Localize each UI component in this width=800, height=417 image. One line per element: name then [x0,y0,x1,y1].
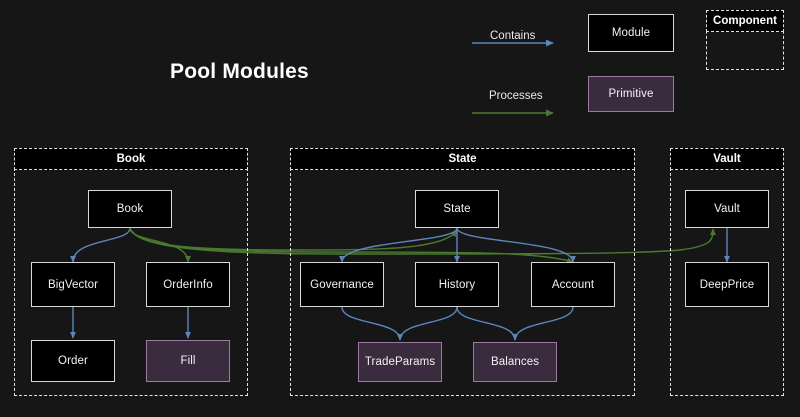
node-balances[interactable]: Balances [473,342,557,382]
component-state-title: State [448,153,477,165]
node-book[interactable]: Book [88,190,172,228]
legend-primitive-box: Primitive [588,76,674,112]
legend-module-box: Module [588,14,674,52]
node-fill[interactable]: Fill [146,340,230,382]
legend-contains-label: Contains [490,30,536,42]
node-fill-label: Fill [180,355,196,367]
node-bigvector[interactable]: BigVector [31,262,115,307]
component-state-header: State [290,148,635,170]
legend-module-label: Module [611,27,651,39]
node-account[interactable]: Account [531,262,615,307]
node-orderinfo-label: OrderInfo [163,278,213,291]
node-order-label: Order [58,355,88,367]
legend-processes-label: Processes [489,90,543,102]
node-state[interactable]: State [415,190,499,228]
node-vault[interactable]: Vault [685,190,769,228]
component-book-header: Book [14,148,248,170]
legend-component-header: Component [706,10,784,32]
node-deepprice-label: DeepPrice [699,278,755,291]
node-book-label: Book [116,203,144,215]
node-account-label: Account [551,278,595,291]
node-history[interactable]: History [415,262,499,307]
legend-primitive-label: Primitive [608,88,654,100]
component-vault-title: Vault [713,153,741,165]
page-title: Pool Modules [170,60,309,83]
node-order[interactable]: Order [31,340,115,382]
component-book-title: Book [116,153,146,165]
node-deepprice[interactable]: DeepPrice [685,262,769,307]
node-state-label: State [443,203,471,215]
node-vault-label: Vault [714,203,740,215]
node-orderinfo[interactable]: OrderInfo [146,262,230,307]
legend-component-label: Component [713,15,777,27]
node-governance-label: Governance [310,278,374,291]
node-bigvector-label: BigVector [47,278,99,291]
component-vault-header: Vault [670,148,784,170]
node-history-label: History [438,278,476,291]
node-tradeparams[interactable]: TradeParams [358,342,442,382]
node-tradeparams-label: TradeParams [364,356,436,368]
node-balances-label: Balances [490,356,540,368]
node-governance[interactable]: Governance [300,262,384,307]
